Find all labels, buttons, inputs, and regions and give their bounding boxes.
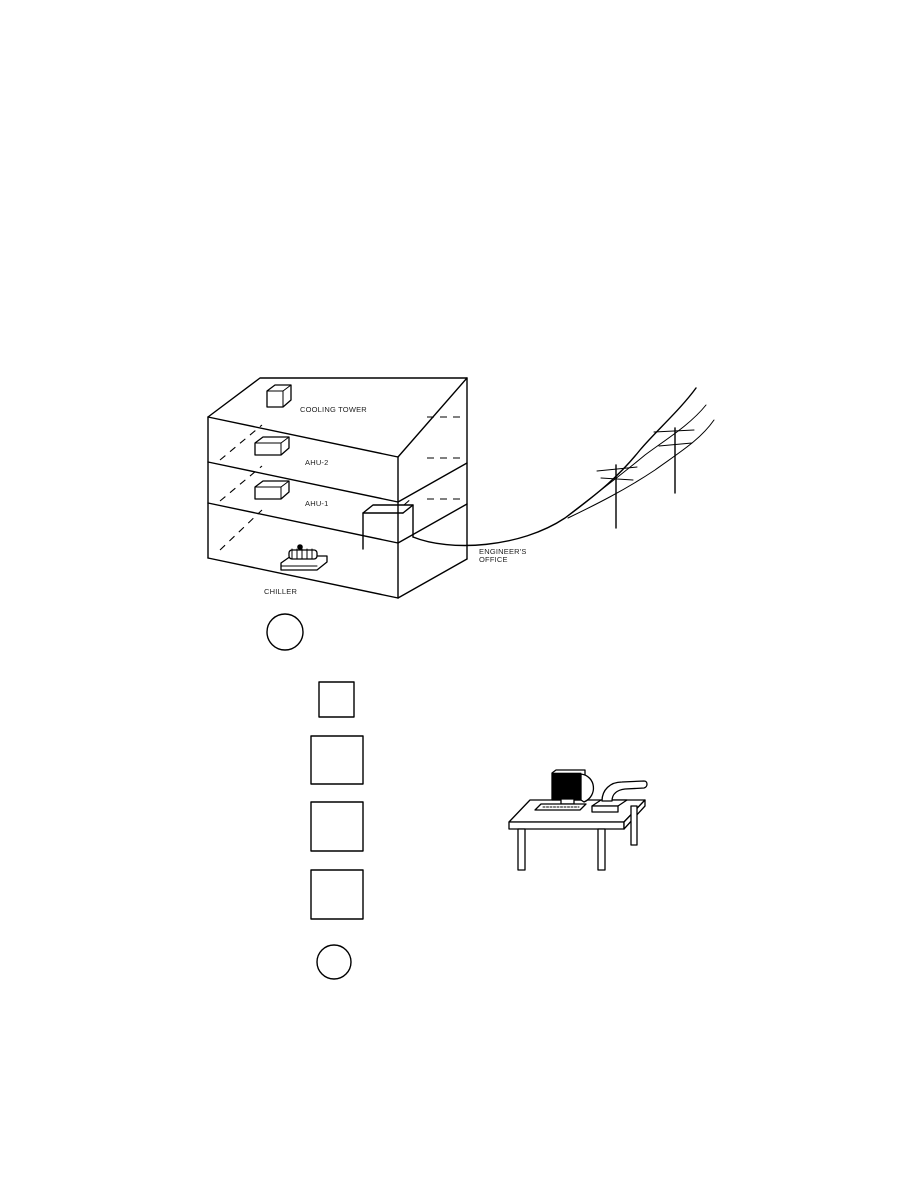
desk-leg-front-left bbox=[517, 828, 526, 871]
label-ahu2: AHU-2 bbox=[305, 458, 329, 467]
symbol-rectangle-1 bbox=[310, 735, 364, 785]
ahu2-unit bbox=[254, 436, 290, 456]
label-ahu1: AHU-1 bbox=[305, 499, 329, 508]
symbol-circle-bottom bbox=[316, 944, 352, 980]
label-engineers-office-line2: OFFICE bbox=[479, 555, 508, 564]
cooling-tower-unit bbox=[266, 384, 292, 408]
floor-3-side bbox=[397, 462, 468, 503]
building: COOLING TOWER AHU-2 AHU-1 ENGINEER'S OFF… bbox=[207, 377, 527, 599]
chiller-unit bbox=[280, 544, 328, 571]
floor-2-side bbox=[397, 503, 468, 544]
telephone-line bbox=[412, 387, 715, 547]
ahu1-unit bbox=[254, 480, 290, 500]
desk-top bbox=[508, 799, 646, 823]
flow-symbols bbox=[266, 613, 364, 980]
building-bottom-front bbox=[207, 557, 399, 599]
printer bbox=[591, 780, 648, 813]
symbol-circle-top bbox=[266, 613, 304, 651]
computer-monitor bbox=[551, 769, 595, 805]
computer-workstation bbox=[508, 769, 648, 871]
hidden-edges bbox=[219, 416, 463, 551]
symbol-rectangle-3 bbox=[310, 869, 364, 920]
utility-pole-2 bbox=[653, 427, 695, 494]
label-engineers-office-line1: ENGINEER'S bbox=[479, 547, 527, 556]
utility-pole-1 bbox=[596, 464, 638, 529]
label-cooling-tower: COOLING TOWER bbox=[300, 405, 367, 414]
desk-leg-back-right bbox=[630, 805, 638, 846]
symbol-square bbox=[318, 681, 355, 718]
label-chiller: CHILLER bbox=[264, 587, 297, 596]
building-bottom-side bbox=[397, 558, 468, 599]
desk-leg-front-right bbox=[597, 828, 606, 871]
floor-3-front bbox=[207, 461, 399, 503]
computer-keyboard bbox=[534, 803, 587, 811]
symbol-rectangle-2 bbox=[310, 801, 364, 852]
engineers-office-room bbox=[362, 504, 414, 550]
floor-2-front bbox=[207, 502, 399, 544]
